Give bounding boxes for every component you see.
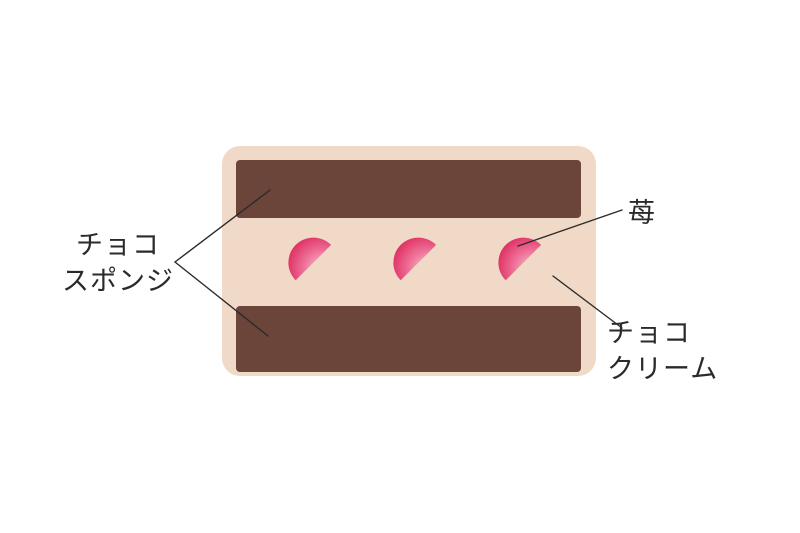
strawberry-slice-1 (288, 237, 332, 281)
sponge-label-line-2: スポンジ (62, 266, 174, 297)
sponge-label-line-1: チョコ (76, 230, 160, 261)
cream-label: チョコ クリーム (607, 316, 718, 388)
leader-lines (174, 189, 623, 337)
sponge-bottom-leader (174, 261, 269, 337)
strawberry-slice-2 (393, 237, 437, 281)
sponge-label: チョコ スポンジ (62, 228, 174, 300)
strawberry-leader (517, 209, 623, 247)
cream-label-line-2: クリーム (607, 354, 719, 385)
cream-label-line-1: チョコ (607, 318, 691, 349)
sponge-top-leader (174, 189, 271, 263)
bottom-sponge-layer (236, 306, 581, 372)
strawberry-label: 苺 (628, 198, 656, 229)
strawberry-slices (288, 237, 542, 281)
cream-leader (552, 275, 623, 329)
strawberry-slice-3 (498, 237, 542, 281)
top-sponge-layer (236, 160, 581, 218)
